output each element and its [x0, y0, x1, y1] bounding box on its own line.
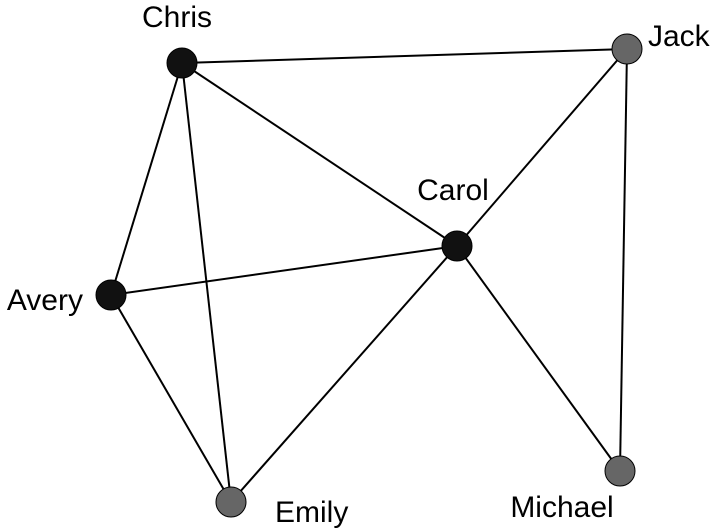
node-label-chris: Chris — [142, 1, 212, 34]
edge-jack-carol — [456, 48, 628, 247]
edge-carol-avery — [110, 245, 458, 296]
node-avery — [95, 279, 127, 311]
graph-nodes — [95, 33, 643, 518]
node-jack — [611, 33, 643, 65]
node-label-michael: Michael — [510, 491, 613, 524]
node-emily — [215, 486, 247, 518]
edge-avery-emily — [110, 294, 232, 503]
edge-chris-carol — [181, 62, 458, 247]
node-label-carol: Carol — [417, 174, 489, 207]
node-chris — [166, 47, 198, 79]
node-label-avery: Avery — [7, 284, 83, 317]
node-michael — [604, 455, 636, 487]
graph-edges — [110, 48, 628, 503]
edge-chris-avery — [110, 62, 183, 296]
edge-carol-emily — [230, 245, 458, 503]
edge-carol-michael — [456, 245, 621, 472]
edge-chris-emily — [181, 62, 232, 503]
edge-chris-jack — [181, 48, 628, 64]
node-carol — [441, 230, 473, 262]
edge-jack-michael — [619, 48, 628, 472]
node-label-emily: Emily — [275, 496, 348, 529]
node-label-jack: Jack — [648, 20, 711, 53]
